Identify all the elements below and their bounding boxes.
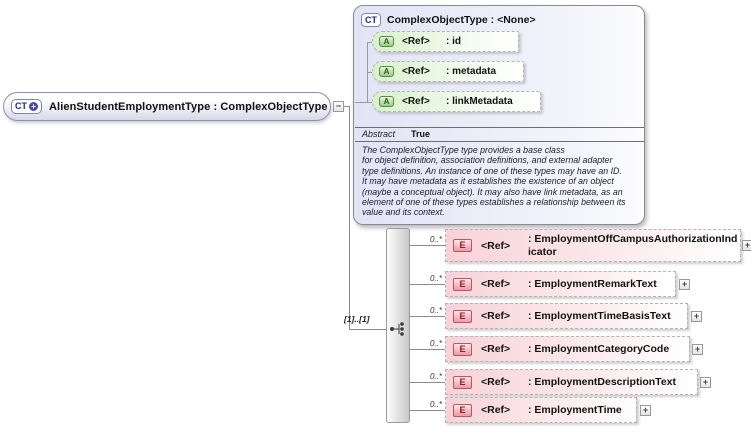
annotation-line: value and its context. <box>362 207 445 218</box>
connector-line <box>367 42 373 43</box>
ct-icon-label: CT <box>15 101 27 111</box>
complex-type-icon: CT <box>361 13 381 27</box>
connector-line <box>410 410 445 411</box>
attribute-name: : id <box>446 36 461 47</box>
element-node-employmenttime[interactable]: E <Ref> : EmploymentTime <box>445 397 637 423</box>
facet-value: True <box>411 129 431 139</box>
element-icon: E <box>453 403 472 417</box>
sequence-bar[interactable] <box>386 228 410 423</box>
plus-circle-icon: + <box>29 102 38 111</box>
base-type-panel: CT ComplexObjectType : <None> A <Ref> : … <box>353 5 645 225</box>
connector-line <box>349 329 386 330</box>
connector-line <box>410 349 445 350</box>
connector-line <box>410 245 445 246</box>
base-type-header: CT ComplexObjectType : <None> <box>361 13 536 27</box>
element-icon: E <box>453 342 472 356</box>
ref-keyword: <Ref> <box>481 404 511 416</box>
expand-toggle[interactable]: + <box>742 240 751 251</box>
element-icon: E <box>453 309 472 323</box>
occurs-label: 0..* <box>429 339 442 348</box>
occurs-label: 0..* <box>429 274 442 283</box>
attribute-node-metadata[interactable]: A <Ref> : metadata <box>372 61 524 82</box>
element-name: : EmploymentOffCampusAuthorizationIndica… <box>528 232 738 258</box>
ref-keyword: <Ref> <box>481 343 511 355</box>
ref-keyword: <Ref> <box>481 239 511 252</box>
ref-keyword: <Ref> <box>402 66 430 77</box>
element-icon: E <box>453 239 472 252</box>
element-node-employmentremarktext[interactable]: E <Ref> : EmploymentRemarkText <box>445 271 676 297</box>
type-annotation: The ComplexObjectType type provides a ba… <box>362 145 640 218</box>
connector-line <box>349 106 350 330</box>
connector-line <box>344 106 350 107</box>
attribute-name: : metadata <box>446 66 497 77</box>
annotation-line: for object definition, association defin… <box>362 155 613 166</box>
root-type-node[interactable]: CT + AlienStudentEmploymentType : Comple… <box>3 92 331 121</box>
attribute-node-id[interactable]: A <Ref> : id <box>372 31 519 52</box>
connector-line <box>410 284 445 285</box>
element-name: : EmploymentRemarkText <box>528 277 657 290</box>
expand-toggle[interactable]: + <box>692 344 703 355</box>
element-node-employmentoffcampusauthorizationindicator[interactable]: E <Ref> : EmploymentOffCampusAuthorizati… <box>445 229 741 262</box>
connector-line <box>410 316 445 317</box>
expand-toggle[interactable]: + <box>679 279 690 290</box>
occurs-label: 0..* <box>429 306 442 315</box>
expand-toggle[interactable]: + <box>700 377 711 388</box>
root-type-label: AlienStudentEmploymentType : ComplexObje… <box>49 100 328 113</box>
occurs-label: 0..* <box>429 235 442 244</box>
attribute-icon: A <box>379 66 394 77</box>
occurs-label: 0..* <box>429 372 442 381</box>
element-name: : EmploymentTime <box>528 403 622 416</box>
annotation-line: The ComplexObjectType type provides a ba… <box>362 145 565 155</box>
element-node-employmenttimebasistext[interactable]: E <Ref> : EmploymentTimeBasisText <box>445 303 688 329</box>
element-name: : EmploymentDescriptionText <box>528 375 676 388</box>
ref-keyword: <Ref> <box>481 376 511 388</box>
complex-type-plus-icon: CT + <box>11 99 42 114</box>
annotation-line: type definitions. An instance of one of … <box>362 165 622 176</box>
element-node-employmentcategorycode[interactable]: E <Ref> : EmploymentCategoryCode <box>445 336 690 362</box>
annotation-line: (maybe a conceptual object). It may also… <box>362 186 623 197</box>
expand-toggle[interactable]: + <box>691 311 702 322</box>
attribute-node-linkmetadata[interactable]: A <Ref> : linkMetadata <box>372 91 541 112</box>
element-icon: E <box>453 375 472 389</box>
expand-toggle[interactable]: + <box>640 405 651 416</box>
connector-line <box>410 382 445 383</box>
element-name: : EmploymentTimeBasisText <box>528 309 671 322</box>
collapse-toggle[interactable]: − <box>333 101 344 112</box>
separator <box>355 141 644 142</box>
annotation-line: It may have metadata as it establishes t… <box>362 176 614 187</box>
element-name: : EmploymentCategoryCode <box>528 342 670 355</box>
base-type-title: ComplexObjectType : <None> <box>387 14 536 26</box>
separator <box>355 127 644 128</box>
connector-line <box>367 102 373 103</box>
facet-label: Abstract <box>362 129 396 139</box>
ref-keyword: <Ref> <box>402 36 430 47</box>
sequence-icon <box>390 322 404 336</box>
ref-keyword: <Ref> <box>481 310 511 322</box>
attribute-icon: A <box>379 96 394 107</box>
element-node-employmentdescriptiontext[interactable]: E <Ref> : EmploymentDescriptionText <box>445 369 698 395</box>
ref-keyword: <Ref> <box>481 278 511 290</box>
occurs-label: 0..* <box>429 400 442 409</box>
cardinality-label: [1]..[1] <box>344 314 370 324</box>
attribute-name: : linkMetadata <box>446 96 513 107</box>
ref-keyword: <Ref> <box>402 96 430 107</box>
element-icon: E <box>453 277 472 291</box>
annotation-line: element of one of these types establishe… <box>362 197 626 208</box>
attribute-icon: A <box>379 36 394 47</box>
connector-line <box>355 102 367 103</box>
connector-line <box>367 72 373 73</box>
